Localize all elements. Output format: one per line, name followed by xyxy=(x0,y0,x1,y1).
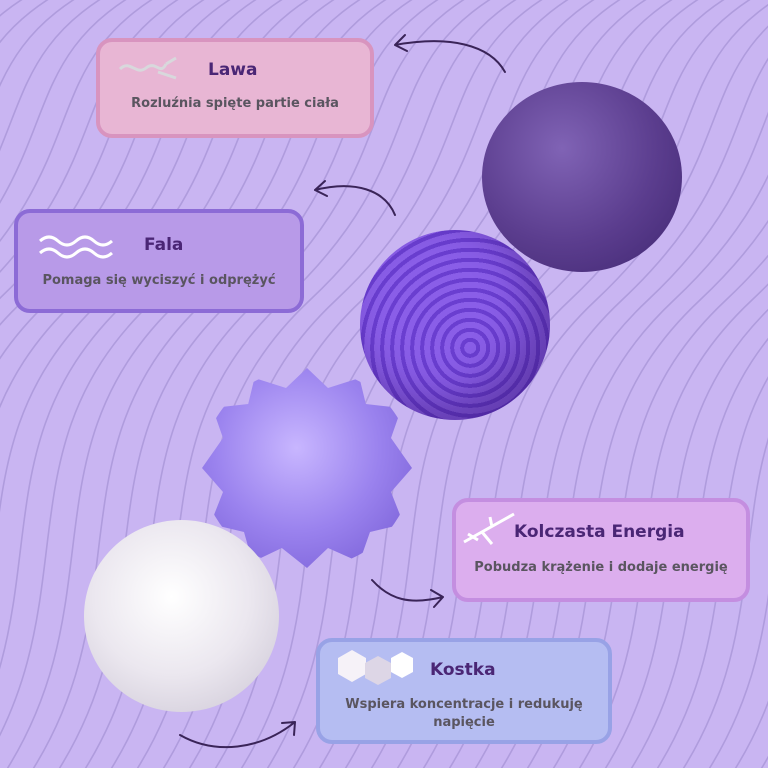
background-wave-line xyxy=(604,308,768,768)
background-wave-line xyxy=(0,0,49,44)
background-wave-line xyxy=(630,337,768,768)
background-wave-line xyxy=(0,0,30,768)
background-wave-line xyxy=(526,219,768,768)
wave-ball xyxy=(360,230,550,420)
background-wave-line xyxy=(422,25,768,768)
background-wave-line xyxy=(0,0,101,152)
card-kolczasta-energia: Kolczasta Energia Pobudza krążenie i dod… xyxy=(452,498,750,602)
card-title: Kostka xyxy=(430,660,496,680)
background-wave-line xyxy=(0,0,23,17)
background-wave-line xyxy=(0,0,127,204)
background-wave-line xyxy=(474,111,768,768)
lava-crack-icon xyxy=(118,56,177,80)
hexagons-icon xyxy=(338,650,413,685)
card-desc: Pomaga się wyciszyć i odprężyć xyxy=(42,273,276,288)
card-desc: Wspiera koncentracje i redukuję napięcie xyxy=(345,697,583,730)
background-wave-line xyxy=(396,4,768,768)
lava-ball xyxy=(482,82,682,272)
card-title: Lawa xyxy=(208,60,258,80)
background-wave-line xyxy=(734,700,768,768)
background-wave-line xyxy=(0,0,153,243)
background-wave-line xyxy=(760,755,768,768)
background-wave-line xyxy=(578,283,768,768)
background-wave-line xyxy=(682,437,768,768)
arrow-to-fala xyxy=(314,180,396,216)
card-fala: Fala Pomaga się wyciszyć i odprężyć xyxy=(14,209,304,313)
card-kostka: Kostka Wspiera koncentracje i redukuję n… xyxy=(316,638,612,744)
arrow-to-lawa xyxy=(394,34,506,73)
card-title: Fala xyxy=(144,235,184,255)
arrow-to-kostka xyxy=(179,721,296,749)
arrow-to-kolczasta xyxy=(371,579,444,608)
card-desc: Rozluźnia spięte partie ciała xyxy=(131,96,339,111)
wave-icon xyxy=(39,235,113,259)
background-wave-line xyxy=(708,593,768,768)
spike-branch-icon xyxy=(463,512,515,545)
background-wave-line xyxy=(448,57,768,768)
card-lawa: Lawa Rozluźnia spięte partie ciała xyxy=(96,38,374,138)
card-desc: Pobudza krążenie i dodaje energię xyxy=(474,560,728,575)
hexagon-ball xyxy=(84,520,279,712)
background-wave-line xyxy=(552,254,768,768)
card-title: Kolczasta Energia xyxy=(514,522,685,542)
background-wave-line xyxy=(500,174,768,768)
background-wave-line xyxy=(656,376,768,768)
background-wave-line xyxy=(0,0,75,88)
